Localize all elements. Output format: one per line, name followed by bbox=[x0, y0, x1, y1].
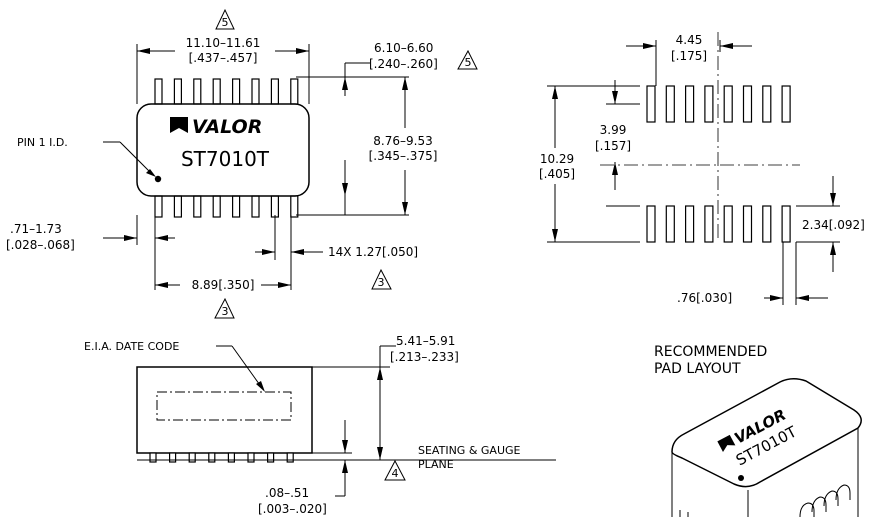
outer-span-in-label: [.405] bbox=[539, 167, 575, 181]
side-body bbox=[136, 366, 313, 454]
note-number: 3 bbox=[222, 305, 229, 318]
seating-plane-label-2: PLANE bbox=[418, 458, 454, 471]
width-in-label: [.437–.457] bbox=[189, 51, 258, 65]
lead bbox=[173, 78, 182, 105]
standoff-mm-label: .08–.51 bbox=[265, 486, 309, 500]
inner-gap-in-label: [.157] bbox=[595, 139, 631, 153]
top-leads-upper bbox=[154, 78, 299, 105]
width-mm-label: 11.10–11.61 bbox=[186, 36, 261, 50]
lead-width-in-label: [.028–.068] bbox=[6, 238, 75, 252]
side-leads bbox=[149, 452, 294, 463]
brand-text: VALOR bbox=[192, 116, 262, 138]
note-number: 3 bbox=[378, 276, 385, 289]
pad bbox=[781, 85, 791, 123]
lead-width-mm-label: .71–1.73 bbox=[10, 222, 62, 236]
note-triangle-3 bbox=[371, 268, 392, 290]
side-lead bbox=[188, 452, 196, 463]
iso-top-face bbox=[671, 378, 862, 488]
note-triangle-5 bbox=[215, 8, 235, 30]
part-number: ST7010T bbox=[181, 147, 270, 171]
side-lead bbox=[169, 452, 177, 463]
top-view: 5 11.10–11.61 [.437–.457] VALOR ST7010T … bbox=[6, 8, 478, 319]
note-number: 5 bbox=[465, 56, 472, 69]
pin1-dot bbox=[154, 175, 162, 183]
lead bbox=[251, 78, 260, 105]
pad-pitch-mm-label: 4.45 bbox=[676, 33, 703, 47]
iso-pin1-dot bbox=[738, 475, 744, 481]
lead bbox=[154, 195, 163, 218]
pad-width-label: .76[.030] bbox=[677, 291, 732, 305]
isometric-view: VALOR ST7010T bbox=[671, 378, 862, 517]
pad bbox=[723, 205, 733, 243]
iso-logo: VALOR ST7010T bbox=[717, 406, 800, 469]
lead bbox=[193, 195, 202, 218]
lead bbox=[193, 78, 202, 105]
pad-length-label: 2.34[.092] bbox=[802, 218, 865, 232]
pads-upper-row bbox=[646, 85, 791, 123]
pad-layout-title-1: RECOMMENDED bbox=[654, 344, 767, 360]
side-lead bbox=[247, 452, 255, 463]
body-length-in-label: [.345–.375] bbox=[369, 149, 438, 163]
iso-leads bbox=[679, 484, 851, 517]
row-length-label: 8.89[.350] bbox=[192, 278, 255, 292]
pads-lower-row bbox=[646, 205, 791, 243]
note-number: 4 bbox=[392, 467, 399, 480]
lead bbox=[232, 78, 241, 105]
lead bbox=[154, 78, 163, 105]
pad bbox=[723, 85, 733, 123]
pad-pitch-in-label: [.175] bbox=[671, 49, 707, 63]
lead bbox=[212, 78, 221, 105]
lead bbox=[290, 195, 299, 218]
height-in-label: [.213–.233] bbox=[390, 350, 459, 364]
valor-logo: VALOR bbox=[170, 116, 262, 138]
pad bbox=[762, 85, 772, 123]
note-triangle-3b bbox=[214, 297, 235, 319]
side-lead bbox=[267, 452, 275, 463]
note-number: 5 bbox=[222, 16, 229, 29]
seating-plane-label-1: SEATING & GAUGE bbox=[418, 444, 521, 457]
pad bbox=[684, 85, 695, 123]
pad bbox=[665, 85, 675, 123]
lead bbox=[270, 78, 279, 105]
pad-layout-title-2: PAD LAYOUT bbox=[654, 361, 741, 377]
standoff-in-label: [.003–.020] bbox=[258, 502, 327, 516]
body-length-mm-label: 8.76–9.53 bbox=[373, 134, 432, 148]
lead-span-in-label: [.240–.260] bbox=[369, 57, 438, 71]
pad bbox=[684, 205, 695, 243]
outer-span-mm-label: 10.29 bbox=[540, 152, 574, 166]
side-lead bbox=[227, 452, 235, 463]
inner-gap-mm-label: 3.99 bbox=[600, 123, 627, 137]
pitch-label: 14X 1.27[.050] bbox=[328, 245, 418, 259]
lead bbox=[251, 195, 260, 218]
lead bbox=[173, 195, 182, 218]
pad bbox=[646, 85, 656, 123]
lead bbox=[212, 195, 221, 218]
pad-layout-view: 4.45 [.175] 10.29 [.405] 3.99 [.157] 2.3… bbox=[539, 32, 865, 377]
pad bbox=[704, 205, 714, 243]
pad bbox=[742, 85, 753, 123]
height-mm-label: 5.41–5.91 bbox=[396, 334, 455, 348]
note-triangle-4 bbox=[384, 459, 406, 481]
side-lead bbox=[149, 452, 157, 463]
pad bbox=[665, 205, 675, 243]
side-lead bbox=[286, 452, 294, 463]
lead-span-mm-label: 6.10–6.60 bbox=[374, 41, 433, 55]
pin1-label: PIN 1 I.D. bbox=[17, 136, 68, 149]
note-triangle-5b bbox=[457, 49, 478, 70]
date-code-label: E.I.A. DATE CODE bbox=[84, 340, 179, 353]
lead bbox=[290, 78, 299, 105]
component-body bbox=[136, 103, 310, 197]
lead bbox=[232, 195, 241, 218]
top-leads-lower bbox=[154, 195, 299, 218]
pad bbox=[646, 205, 656, 243]
lead bbox=[270, 195, 279, 218]
pad bbox=[704, 85, 714, 123]
side-lead bbox=[208, 452, 216, 463]
pad bbox=[742, 205, 753, 243]
pad bbox=[781, 205, 791, 243]
side-view: E.I.A. DATE CODE 5.41–5.91 [.213–.233] S… bbox=[84, 334, 556, 516]
date-code-box bbox=[156, 391, 292, 421]
pad bbox=[762, 205, 772, 243]
